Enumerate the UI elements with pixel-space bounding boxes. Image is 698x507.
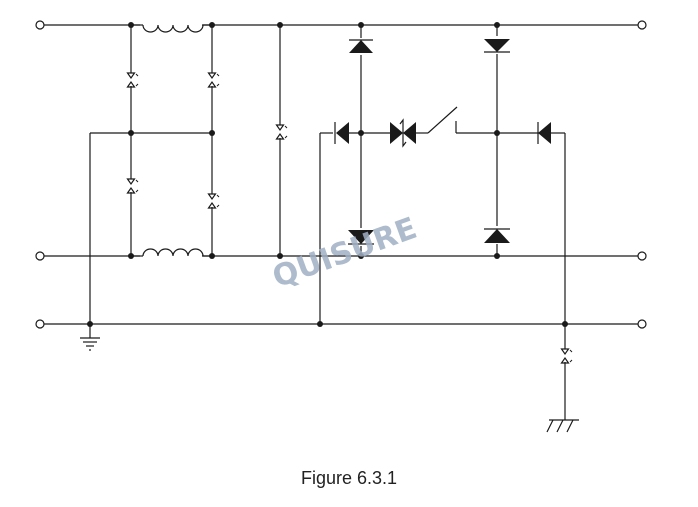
inductor-middle	[131, 248, 212, 262]
diode-column-right	[484, 25, 510, 256]
earth-diode-branch	[537, 122, 573, 420]
inductor-top	[131, 18, 212, 33]
terminal-bottom-right	[637, 319, 647, 329]
chassis-ground-icon	[546, 419, 579, 433]
arrester-top-to-middle	[275, 25, 288, 256]
terminal-middle-right	[637, 251, 647, 261]
terminal-top-left	[35, 20, 45, 30]
diode-column-left	[348, 25, 374, 256]
terminal-bottom-left	[35, 319, 45, 329]
switch-blade	[427, 106, 458, 134]
terminals	[35, 20, 647, 329]
watermark: QUISURE	[268, 211, 421, 295]
figure-caption: Figure 6.3.1	[300, 468, 398, 488]
junction-dots	[87, 22, 568, 327]
terminal-middle-left	[35, 251, 45, 261]
ground-icon	[80, 337, 100, 351]
steering-branch	[319, 106, 540, 324]
terminal-top-right	[637, 20, 647, 30]
left-protection-bridge	[89, 25, 220, 338]
